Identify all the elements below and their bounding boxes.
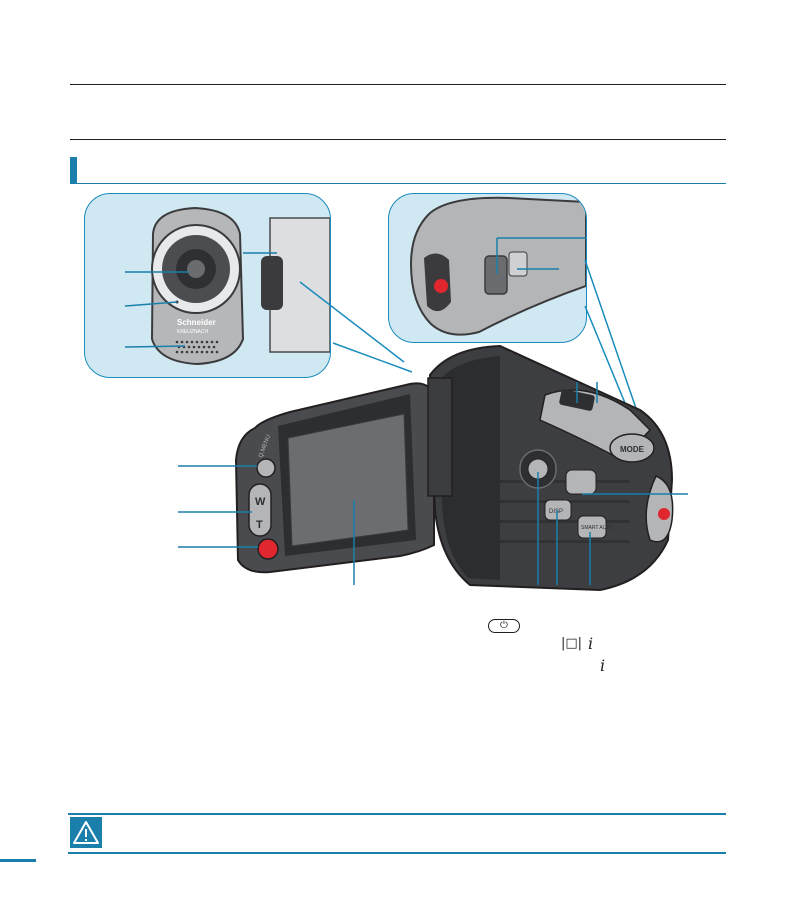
info-icon-2: i	[600, 656, 606, 675]
side-detail-illustration	[409, 196, 586, 336]
caution-rule-top	[68, 813, 726, 815]
disp-button-text: DISP	[549, 509, 563, 515]
lens-detail-illustration: Schneider KREUZNACH	[124, 206, 330, 366]
mode-button-text: MODE	[620, 445, 645, 454]
power-button-icon: ⏻	[488, 619, 520, 633]
info-icon-1: i	[588, 634, 594, 653]
zoom-t-text: T	[256, 519, 263, 531]
caution-rule-bottom	[68, 852, 726, 854]
side-detail-inset	[388, 193, 587, 343]
section-heading-rule	[77, 183, 726, 184]
page-edge-tab	[0, 859, 36, 862]
header-rule-bottom	[70, 139, 726, 140]
zoom-w-text: W	[255, 496, 266, 508]
lens-detail-inset: Schneider KREUZNACH	[84, 193, 331, 378]
header-rule-top	[70, 84, 726, 85]
smart-auto-button-text: SMART AUTO	[581, 525, 613, 531]
display-button-icon: |□|	[561, 636, 583, 651]
lens-brand-sub-text: KREUZNACH	[177, 329, 209, 335]
lens-brand-text: Schneider	[177, 318, 216, 327]
section-heading-bar	[70, 157, 77, 184]
warning-triangle-icon	[70, 817, 102, 848]
